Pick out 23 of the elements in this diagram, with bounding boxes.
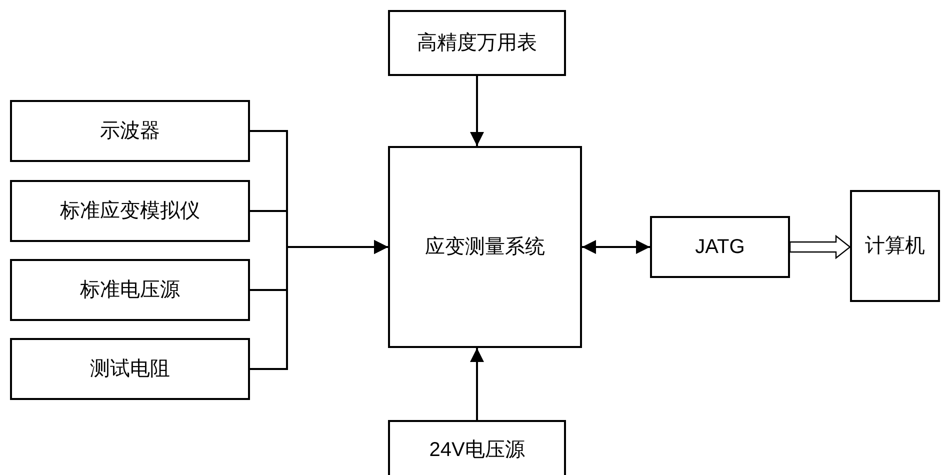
box-label: 测试电阻 [90,357,170,382]
arrow [470,348,484,420]
process-box [10,180,250,242]
box-label: 标准电压源 [80,278,180,303]
process-box [850,190,940,302]
arrow [470,76,484,146]
process-box [10,100,250,162]
process-box [388,10,566,76]
process-box [10,259,250,321]
box-label: 计算机 [865,234,925,259]
box-label: 高精度万用表 [417,31,537,56]
process-box [10,338,250,400]
box-label: 24V电压源 [429,438,525,463]
process-box [388,146,582,348]
arrow [250,240,388,370]
box-label: 应变测量系统 [425,235,545,260]
box-label: 标准应变模拟仪 [60,199,200,224]
arrow [582,240,650,254]
hollow-arrow [789,234,851,260]
process-box [650,216,790,278]
process-box [388,420,566,475]
box-label: JATG [695,235,745,260]
box-label: 示波器 [100,119,160,144]
